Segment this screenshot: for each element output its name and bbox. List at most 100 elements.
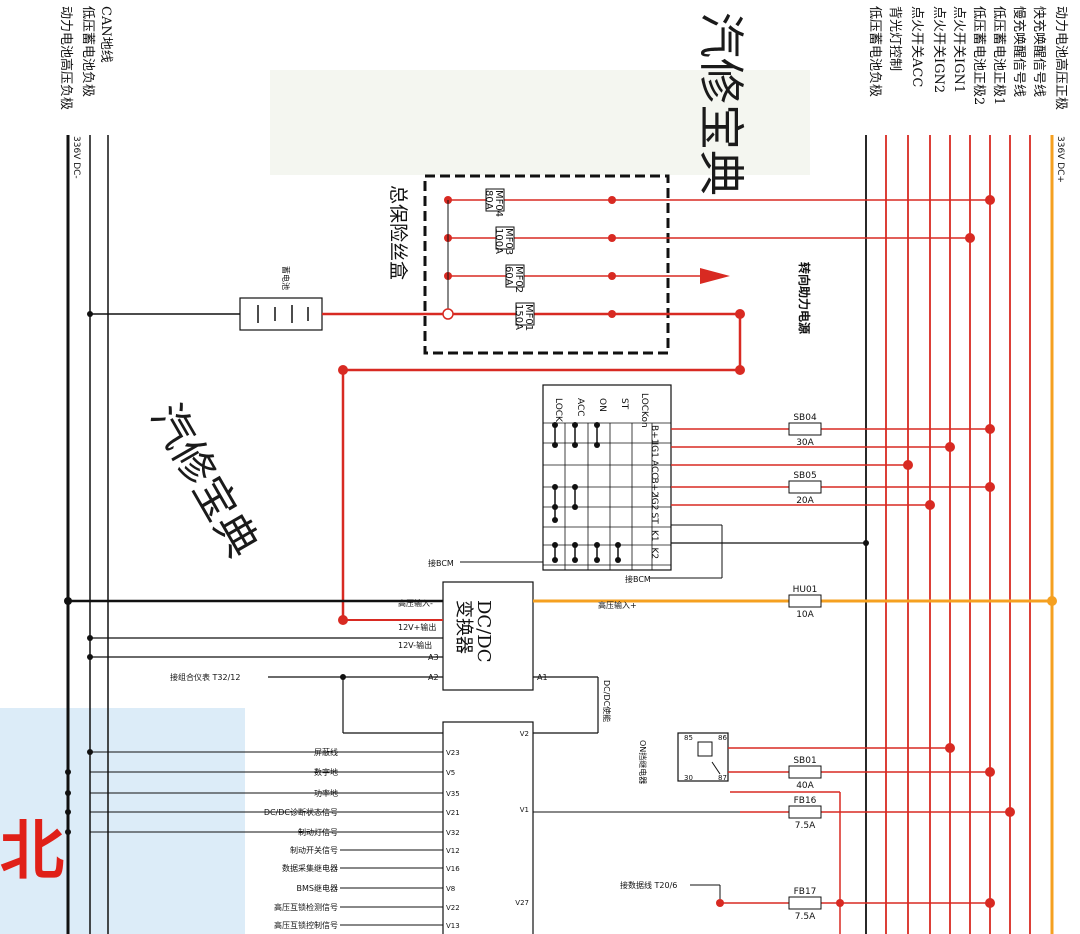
watermark-glyph: 北 [0,815,64,889]
relay-pin: 30 [684,774,693,782]
fuse-rating: 20A [796,496,814,506]
vcu-pin: V35 [446,790,460,798]
vcu-pin: V12 [446,847,460,855]
bus-label: CAN地线 [98,6,113,63]
fuse-symbol [788,422,822,436]
junction-dot [903,460,913,470]
junction-dot [87,635,93,641]
dcdc-pin-label: 12V-输出 [398,640,432,650]
fuse-rating: 80A [483,190,494,210]
junction-dot [1005,807,1015,817]
switch-position: LOCKon [639,393,649,428]
vcu-signal-label: DC/DC诊断状态信号 [264,807,338,817]
vcu-pin: V23 [446,749,460,757]
vcu-signal-label: 制动开关信号 [290,845,338,855]
dcdc-title: DC/DC [473,600,494,662]
junction-dot [925,500,935,510]
fuse-id: HU01 [793,585,818,595]
vcu-pin: V2 [520,730,529,738]
vcu-signal-label: BMS继电器 [297,883,338,893]
data-link-label: 接数据线 T20/6 [620,880,677,890]
vcu-pin: V8 [446,885,455,893]
vcu-signal-label: 功率地 [314,788,338,798]
junction-dot [87,654,93,660]
switch-pin: K2 [649,548,659,560]
fuse-rating: 150A [513,304,524,330]
vcu-signal-label: 高压互锁控制信号 [274,920,338,930]
arrow-icon [700,268,730,284]
bus-label: 点火开关ACC [909,6,924,87]
vcu-pin: V16 [446,865,460,873]
switch-position: ACC [575,398,585,417]
bus-label: 动力电池高压正极 [1053,6,1069,110]
junction-dot [985,898,995,908]
vcu-pin: V22 [446,904,460,912]
junction-dot [985,195,995,205]
fuse-rating: 30A [796,438,814,448]
switch-pin: ACC [649,460,659,479]
watermark-box [0,708,245,934]
switch-position: ON [597,398,607,412]
vcu-signal-label: 数据采集继电器 [282,863,338,873]
switch-pin: K1 [649,530,659,542]
fuse-rating: 7.5A [795,821,816,831]
dcdc-pin-label: 高压输入- [398,598,433,608]
fuse-symbol [788,896,822,910]
watermark-text: 汽修宝典 [141,396,267,566]
pin-label: A3 [428,653,439,662]
bus-label: 动力电池高压负极 [58,6,74,110]
vcu-signal-label: 屏蔽线 [314,747,338,757]
relay-pin: 85 [684,734,693,742]
switch-pin: B+1 [649,425,659,444]
fuse-id: SB01 [793,756,816,766]
junction-dot [985,482,995,492]
junction-dot [985,767,995,777]
vcu-pin: V1 [520,806,529,814]
switch-pin: IG1 [649,443,659,458]
dcdc-pin-label: 高压输入+ [598,600,637,610]
vcu-box [442,721,534,934]
junction-dot [836,899,844,907]
cluster-label: 接组合仪表 T32/12 [170,672,240,682]
watermark-box [270,70,810,175]
junction-dot [87,311,93,317]
junction-dot [945,743,955,753]
fuse-rating: 100A [493,228,504,254]
fuse-rating: 60A [503,266,514,286]
dcdc-enable-label: DC/DC使能 [602,680,612,722]
junction-dot [1047,596,1057,606]
vcu-pin: V5 [446,769,455,777]
fuse-id: FB16 [794,796,817,806]
vcu-signal-label: 数字地 [314,767,338,777]
battery-label: 蓄电池 [281,266,291,290]
fuse-symbol [515,302,535,326]
junction-dot [965,233,975,243]
fuse-symbol [788,480,822,494]
voltage-label: 336V DC+ [1055,136,1065,183]
relay-pin: 87 [718,774,727,782]
battery-symbol [239,297,323,331]
terminal-icon [442,308,454,320]
steering-label: 转向助力电源 [797,262,812,334]
dcdc-box [442,581,534,691]
switch-position: ST [619,398,629,410]
relay-switch [711,761,721,775]
vcu-pin: V27 [515,899,529,907]
fuse-id: MF04 [493,190,504,217]
fuse-id: MF03 [503,228,514,255]
fuse-rating: 7.5A [795,912,816,922]
switch-pin: B+2 [649,478,659,497]
vcu-pin: V13 [446,922,460,930]
bus-label: 低压蓄电池负极 [80,6,95,97]
junction-dot [716,899,724,907]
bcm-label: 接BCM [428,558,454,568]
fuse-rating: 10A [796,610,814,620]
fuse-symbol [788,594,822,608]
fuse-id: SB04 [793,413,817,423]
fuse-symbol [495,226,515,250]
bus-label: 背光灯控制 [887,6,902,71]
watermark-text: 汽修宝典 [694,12,748,196]
vcu-signal-label: 制动灯信号 [298,827,338,837]
